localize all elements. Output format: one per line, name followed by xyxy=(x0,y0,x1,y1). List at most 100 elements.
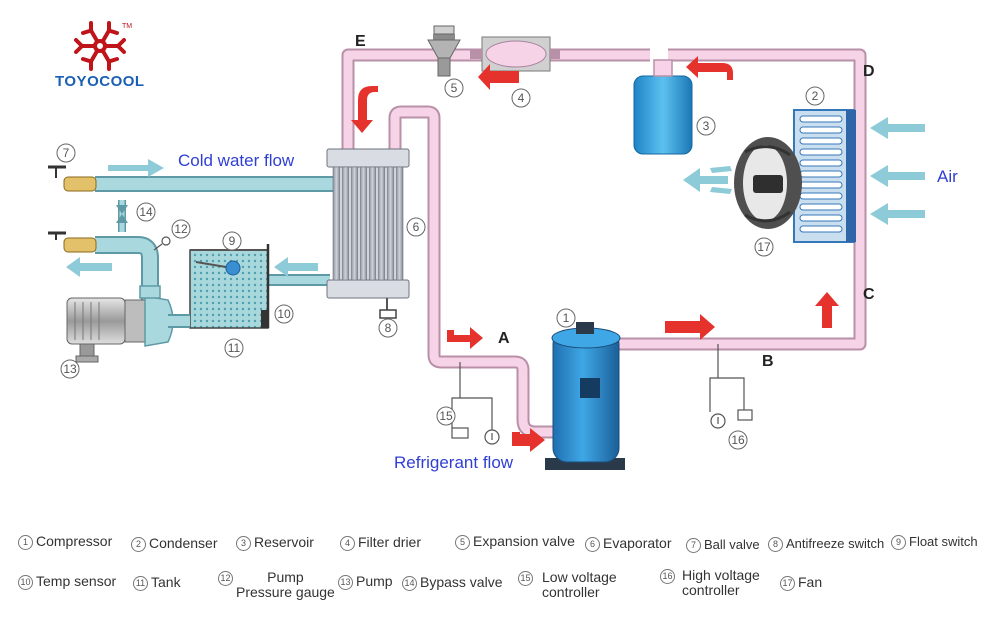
legend-label: Tank xyxy=(151,574,181,590)
marker-label: 1 xyxy=(563,311,570,325)
arrow-air-out xyxy=(683,168,728,192)
legend-label-line1: High voltage xyxy=(682,567,760,583)
evaporator xyxy=(326,148,410,312)
evaporator-tube xyxy=(341,166,350,281)
antifreeze-switch xyxy=(379,309,397,319)
marker-label: 3 xyxy=(703,119,710,133)
marker-11: 11 xyxy=(224,338,244,358)
high-voltage-controller xyxy=(709,344,753,429)
legend-marker: 6 xyxy=(585,537,600,552)
ball-valve-lower xyxy=(48,231,97,253)
condenser-fin xyxy=(799,225,843,233)
legend-marker: 11 xyxy=(133,576,148,591)
marker-label: 12 xyxy=(174,222,188,236)
condenser-fin xyxy=(799,203,843,211)
legend-label: Reservoir xyxy=(254,534,314,550)
marker-label: 2 xyxy=(812,89,819,103)
condenser-fin xyxy=(799,148,843,156)
marker-17: 17 xyxy=(754,237,774,257)
arrow-air-2 xyxy=(870,165,925,187)
low-voltage-controller xyxy=(451,362,500,445)
marker-label: 11 xyxy=(228,341,241,355)
arrow-down-e xyxy=(351,86,378,133)
legend-label: Evaporator xyxy=(603,535,672,551)
pump xyxy=(66,285,190,363)
condenser-fin xyxy=(799,214,843,222)
ball-valve-upper xyxy=(48,165,97,192)
air-label: Air xyxy=(937,167,958,186)
legend-marker: 10 xyxy=(18,575,33,590)
legend-marker: 3 xyxy=(236,536,251,551)
legend-label: Filter drier xyxy=(358,534,422,550)
arrow-cold-water xyxy=(108,159,164,177)
legend-label-line2: controller xyxy=(682,582,740,598)
evaporator-tube xyxy=(368,166,377,281)
marker-15: 15 xyxy=(436,406,456,426)
legend-marker: 7 xyxy=(686,538,701,553)
legend-label: Temp sensor xyxy=(36,573,117,589)
condenser-fin xyxy=(799,137,843,145)
brand-tm: TM xyxy=(122,23,132,30)
legend-marker: 16 xyxy=(660,569,675,584)
arrow-b xyxy=(665,314,715,340)
legend-label: Expansion valve xyxy=(473,533,575,549)
arrow-into-compressor xyxy=(512,428,545,452)
marker-label: 9 xyxy=(229,234,236,248)
condenser-fin xyxy=(799,181,843,189)
legend-label-line1: Low voltage xyxy=(542,569,617,585)
float-switch xyxy=(195,260,241,276)
marker-10: 10 xyxy=(274,304,294,324)
fan xyxy=(734,137,802,229)
arrow-air-out-upper xyxy=(710,166,732,173)
marker-label: 15 xyxy=(439,409,453,423)
legend-marker: 4 xyxy=(340,536,355,551)
reservoir xyxy=(633,59,693,155)
brand-name: TOYOCOOL xyxy=(55,73,145,90)
condenser-fin xyxy=(799,170,843,178)
evaporator-tube xyxy=(359,166,368,281)
bypass-valve xyxy=(116,205,128,223)
point-b: B xyxy=(762,353,774,370)
evaporator-tube xyxy=(350,166,359,281)
marker-label: 6 xyxy=(413,220,420,234)
evaporator-tube xyxy=(386,166,395,281)
toyocool-logo: TOYOCOOL TM xyxy=(55,21,145,90)
evaporator-tube xyxy=(395,166,404,281)
arrow-air-out-lower xyxy=(710,187,732,194)
point-d: D xyxy=(863,63,875,80)
legend-label: Condenser xyxy=(149,535,218,551)
marker-label: 14 xyxy=(139,205,153,219)
compressor xyxy=(545,322,625,470)
legend-label: Float switch xyxy=(909,534,978,549)
marker-7: 7 xyxy=(56,143,76,163)
refrigerant-arrows xyxy=(351,56,839,452)
tank xyxy=(189,244,270,329)
temp-sensor xyxy=(261,310,267,328)
legend-marker: 8 xyxy=(768,537,783,552)
marker-9: 9 xyxy=(222,231,242,251)
arrow-water-out xyxy=(66,257,112,277)
flow-arrows xyxy=(66,117,925,277)
legend-label: Bypass valve xyxy=(420,574,503,590)
marker-16: 16 xyxy=(728,430,748,450)
arrow-a xyxy=(447,327,483,349)
marker-3: 3 xyxy=(696,116,716,136)
evaporator-tube xyxy=(332,166,341,281)
marker-13: 13 xyxy=(60,359,80,379)
legend-marker: 17 xyxy=(780,576,795,591)
legend-marker: 5 xyxy=(455,535,470,550)
legend-marker: 1 xyxy=(18,535,33,550)
point-a: A xyxy=(498,330,510,347)
arrow-curve-d xyxy=(686,56,733,80)
